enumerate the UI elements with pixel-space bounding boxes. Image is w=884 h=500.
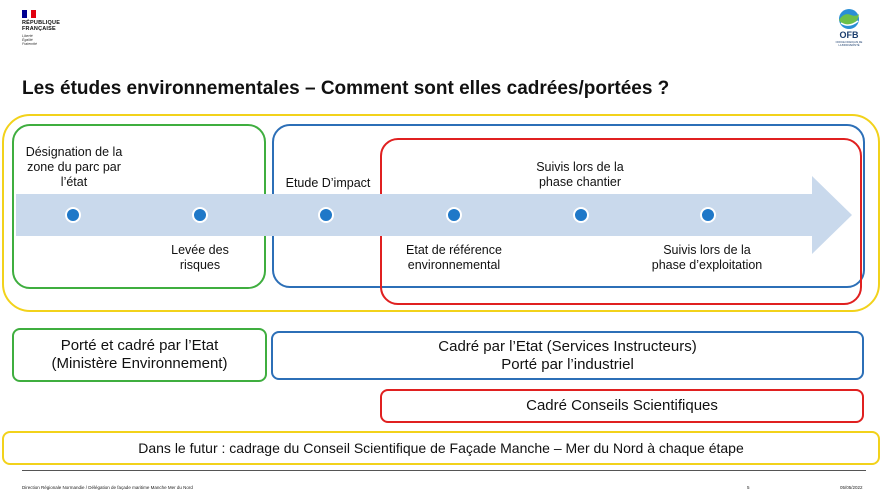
republique-francaise-logo: RÉPUBLIQUE FRANÇAISE Liberté Égalité Fra… [22,10,82,50]
motto-fraternite: Fraternité [22,42,37,46]
label-etude-impact: Etude D’impact [285,176,371,190]
ofb-globe-icon [839,9,859,29]
footer-date: 05/05/2022 [840,485,863,490]
ofb-wordmark: OFB [839,30,859,40]
science-box: Cadré Conseils Scientifiques [380,389,864,423]
footer-page-number: 5 [747,485,750,490]
ofb-logo: OFB OFFICE FRANÇAIS DE LA BIODIVERSITÉ [834,8,864,48]
motto-egalite: Égalité [22,38,33,42]
label-suivis-chantier: Suivis lors de la phase chantier [536,160,624,189]
services-box-line-2: Porté par l’industriel [501,355,634,373]
timeline-dot [65,207,81,223]
motto-liberte: Liberté [22,34,33,38]
footer-left: Direction Régionale Normandie / Délégati… [22,485,193,490]
timeline-dot [318,207,334,223]
state-box: Porté et cadré par l’Etat (Ministère Env… [12,328,267,382]
yellow-frame [2,114,880,312]
state-box-line-1: Porté et cadré par l’Etat [60,337,219,354]
slide-title: Les études environnementales – Comment s… [22,78,670,99]
timeline-dot [446,207,462,223]
services-box-line-1: Cadré par l’Etat (Services Instructeurs) [438,337,697,355]
label-designation-zone: Désignation de la zone du parc par l’éta… [25,145,123,189]
state-box-line-2: (Ministère Environnement) [51,355,228,372]
footer-divider [22,470,866,471]
label-suivis-exploitation: Suivis lors de la phase d’exploitation [651,243,763,272]
republic-name-line-2: FRANÇAISE [22,26,56,32]
label-levee-risques: Levée des risques [171,243,229,272]
services-box: Cadré par l’Etat (Services Instructeurs)… [271,331,864,380]
label-etat-reference: Etat de référence environnemental [406,243,502,272]
french-flag-icon [22,10,37,18]
future-box: Dans le futur : cadrage du Conseil Scien… [2,431,880,465]
timeline-dot [192,207,208,223]
timeline-dot [700,207,716,223]
timeline-arrow [16,176,852,254]
ofb-subtitle: OFFICE FRANÇAIS DE LA BIODIVERSITÉ [835,41,863,47]
republic-name-line-1: RÉPUBLIQUE [22,20,61,26]
timeline-dot [573,207,589,223]
